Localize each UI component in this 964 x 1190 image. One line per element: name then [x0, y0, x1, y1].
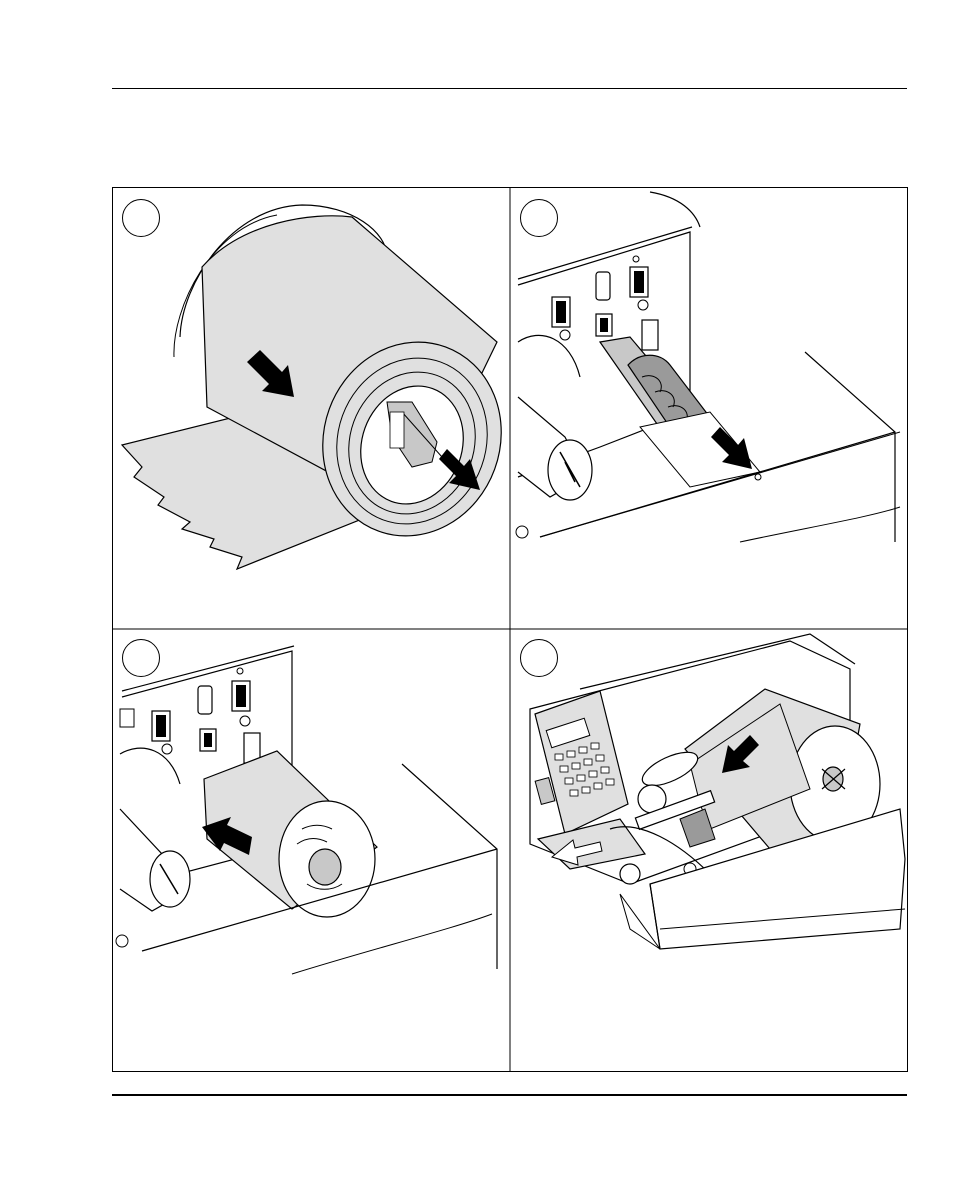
- step-panel-4: [510, 629, 907, 1072]
- header-rule: [112, 88, 907, 89]
- footer-rule: [112, 1094, 907, 1096]
- load-new-roll-illustration: [112, 629, 509, 1072]
- step-number-badge: [520, 639, 558, 677]
- step-number-badge: [122, 199, 160, 237]
- media-threading-illustration: [510, 629, 907, 1072]
- spindle-core-removal-illustration: [510, 187, 907, 629]
- ribbon-roll-illustration: [112, 187, 509, 629]
- step-panel-1: [112, 187, 509, 629]
- step-panel-3: [112, 629, 509, 1072]
- instruction-grid: [112, 187, 908, 1072]
- step-panel-2: [510, 187, 907, 629]
- step-number-badge: [122, 639, 160, 677]
- step-number-badge: [520, 199, 558, 237]
